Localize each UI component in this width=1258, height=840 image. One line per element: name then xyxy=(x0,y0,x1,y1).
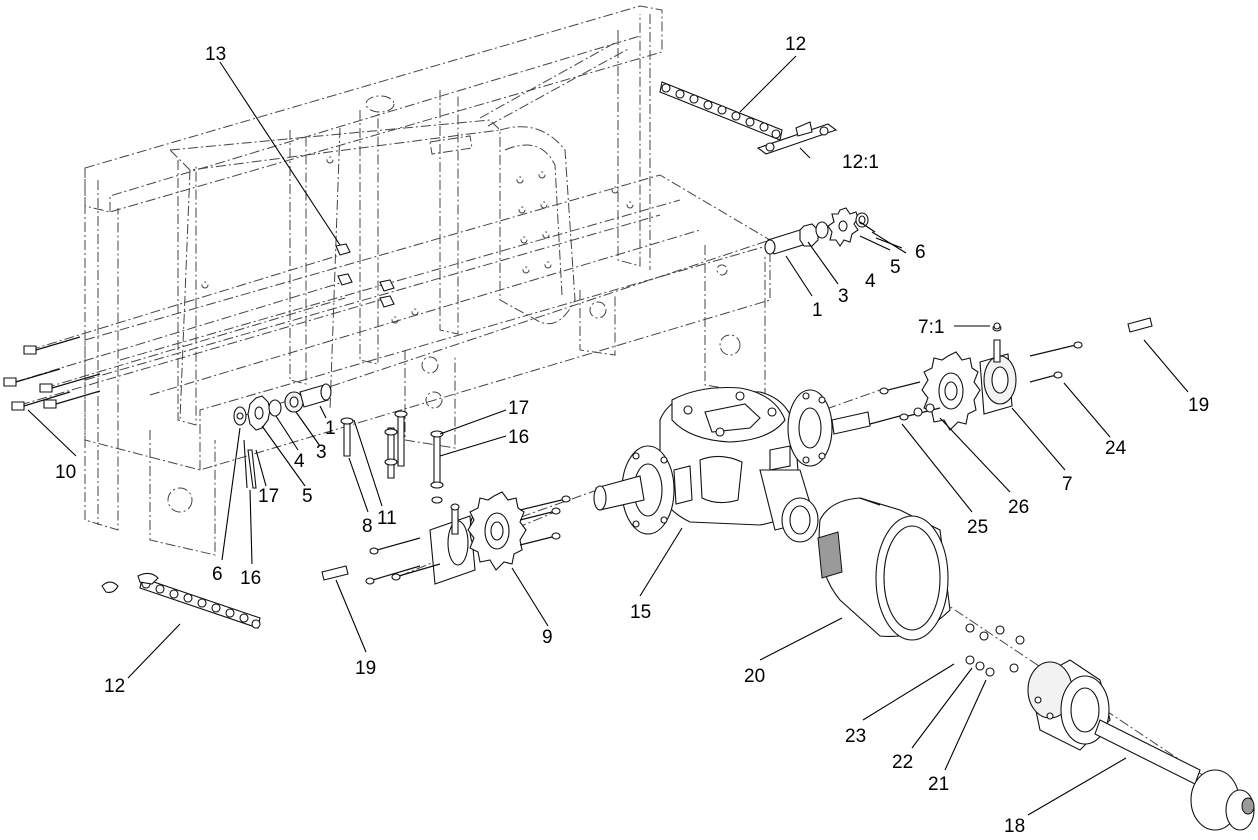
part-8-11-bolts xyxy=(340,410,408,479)
callout-24: 24 xyxy=(1105,438,1127,459)
part-7-hub-sprocket xyxy=(921,324,1017,431)
part-20-guard xyxy=(817,497,951,641)
callout-12-bottom: 12 xyxy=(104,676,125,697)
callout-3-top: 3 xyxy=(838,286,849,307)
part-9-bolts xyxy=(365,495,571,585)
part-12-chain-bottom xyxy=(101,572,261,629)
part-21-22-23-hardware xyxy=(965,623,1025,677)
callout-7: 7 xyxy=(1062,474,1073,495)
part-12-1-link xyxy=(756,121,838,155)
part-15-gearbox xyxy=(593,387,871,543)
callout-7-1: 7:1 xyxy=(918,317,944,338)
callout-1-left: 1 xyxy=(325,418,336,439)
callout-6-left: 6 xyxy=(212,564,223,585)
callout-9: 9 xyxy=(542,627,553,648)
part-12-chain-top xyxy=(659,81,783,141)
part-19-keys xyxy=(321,317,1153,581)
callout-8: 8 xyxy=(362,516,373,537)
callout-10: 10 xyxy=(55,462,76,483)
callout-20: 20 xyxy=(744,666,765,687)
callout-26: 26 xyxy=(1008,497,1029,518)
callout-13: 13 xyxy=(205,44,226,65)
part-16-17-right xyxy=(430,430,444,504)
callout-12-1: 12:1 xyxy=(842,152,879,173)
callout-25: 25 xyxy=(967,517,988,538)
callout-labels: 13 12 12:1 6 5 4 3 1 7:1 19 24 7 26 25 1… xyxy=(55,34,1209,837)
callout-17-right: 17 xyxy=(508,398,529,419)
callout-17-left: 17 xyxy=(258,486,279,507)
callout-6-top: 6 xyxy=(915,242,926,263)
callout-4-top: 4 xyxy=(865,271,876,292)
part-10-bolts xyxy=(3,336,101,411)
callout-18: 18 xyxy=(1004,816,1025,837)
part-9-hub-sprocket xyxy=(429,491,527,585)
part-13-nuts xyxy=(335,243,395,308)
callout-16-left: 16 xyxy=(240,568,261,589)
callout-22: 22 xyxy=(892,752,913,773)
leader-lines xyxy=(27,55,1189,816)
callout-19-left: 19 xyxy=(355,658,376,679)
callout-3-left: 3 xyxy=(316,442,327,463)
part-24-25-26-bolts xyxy=(869,341,1083,425)
callout-16-right: 16 xyxy=(508,427,529,448)
callout-5-left: 5 xyxy=(302,486,313,507)
callout-5-top: 5 xyxy=(890,257,901,278)
callout-1-top: 1 xyxy=(812,300,823,321)
frame-outline xyxy=(84,5,771,556)
callout-11: 11 xyxy=(377,508,397,529)
part-7-1-setscrew xyxy=(993,322,1001,330)
right-sprocket-stack xyxy=(764,207,869,255)
part-18-pto-shaft xyxy=(1027,659,1255,831)
callout-4-left: 4 xyxy=(294,451,305,472)
callout-15: 15 xyxy=(630,602,651,623)
callout-19-right: 19 xyxy=(1188,395,1209,416)
callout-21: 21 xyxy=(928,774,949,795)
callout-23: 23 xyxy=(845,726,866,747)
callout-12-top: 12 xyxy=(785,34,806,55)
left-sprocket-stack xyxy=(233,383,332,489)
